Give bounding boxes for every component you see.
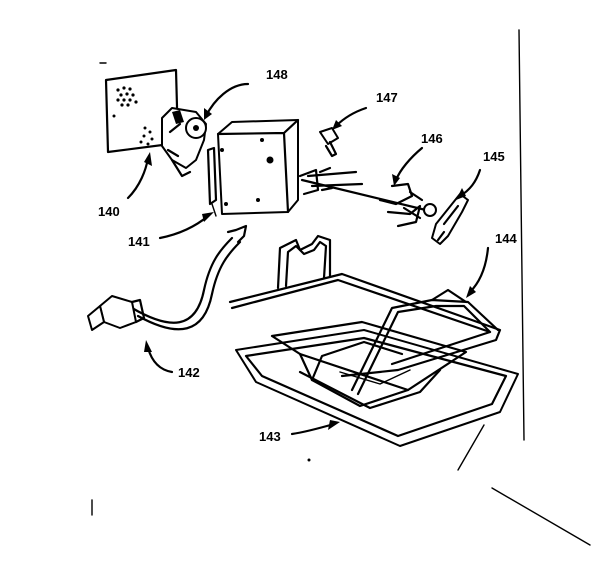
screw: [319, 127, 339, 158]
label-146: 146: [421, 131, 443, 146]
frame-lines: [91, 29, 591, 546]
leader-arrows: [126, 82, 490, 436]
motor: [161, 107, 207, 178]
label-142: 142: [178, 365, 200, 380]
spit-handle: [431, 193, 469, 245]
power-cord: [87, 224, 248, 331]
spit-rod: [298, 166, 437, 228]
drip-pan: [235, 320, 519, 447]
label-144: 144: [495, 231, 517, 246]
label-145: 145: [483, 149, 505, 164]
label-147: 147: [376, 90, 398, 105]
label-141: 141: [128, 234, 150, 249]
label-148: 148: [266, 67, 288, 82]
wire-rack: [228, 234, 502, 396]
label-143: 143: [259, 429, 281, 444]
gearbox: [206, 118, 300, 217]
label-140: 140: [98, 204, 120, 219]
